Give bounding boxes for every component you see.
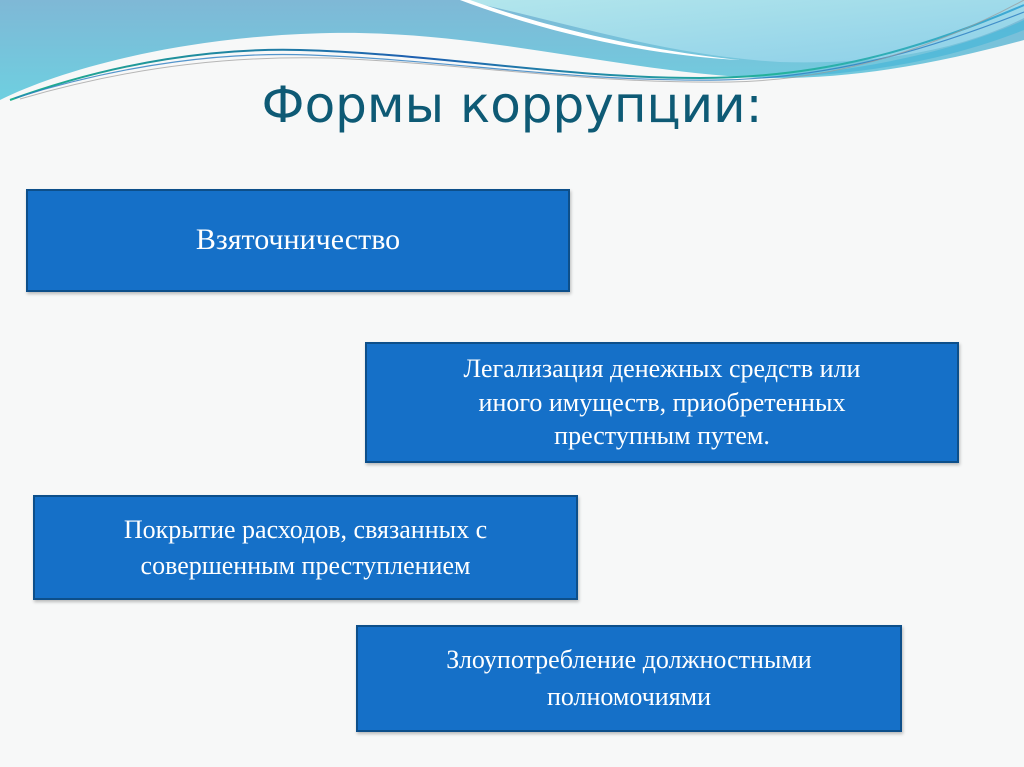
box-label: Злоупотребление должностными полномочиям…: [446, 645, 812, 711]
slide-title: Формы коррупции:: [261, 76, 763, 134]
decorative-wave-header: [0, 0, 1024, 110]
corruption-form-box-covering-expenses: Покрытие расходов, связанных с совершенн…: [33, 495, 578, 600]
corruption-form-box-abuse-of-power: Злоупотребление должностными полномочиям…: [356, 625, 902, 732]
box-label: Легализация денежных средств или иного и…: [463, 353, 861, 451]
corruption-form-box-money-laundering: Легализация денежных средств или иного и…: [365, 342, 959, 463]
box-label: Покрытие расходов, связанных с совершенн…: [123, 515, 488, 580]
box-label: Взяточничество: [195, 223, 401, 257]
corruption-form-box-bribery: Взяточничество: [26, 189, 570, 292]
